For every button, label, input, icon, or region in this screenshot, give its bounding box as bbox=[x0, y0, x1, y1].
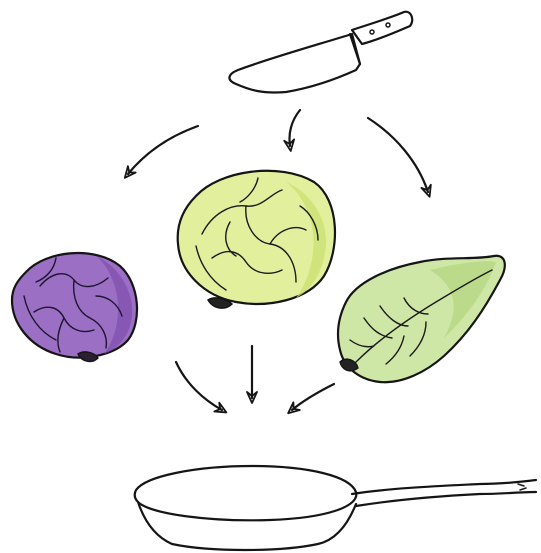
frying-pan-icon bbox=[135, 466, 536, 550]
arrow-icon bbox=[128, 126, 198, 174]
pointed-cabbage-icon bbox=[338, 256, 505, 382]
arrow-icon bbox=[368, 118, 428, 192]
arrow-icon bbox=[176, 362, 222, 410]
green-cabbage-icon bbox=[178, 171, 335, 308]
red-cabbage-icon bbox=[12, 253, 137, 361]
arrow-icon bbox=[292, 384, 334, 410]
arrows-to-pan bbox=[176, 346, 334, 410]
arrow-icon bbox=[289, 110, 300, 146]
knife-icon bbox=[229, 12, 412, 93]
